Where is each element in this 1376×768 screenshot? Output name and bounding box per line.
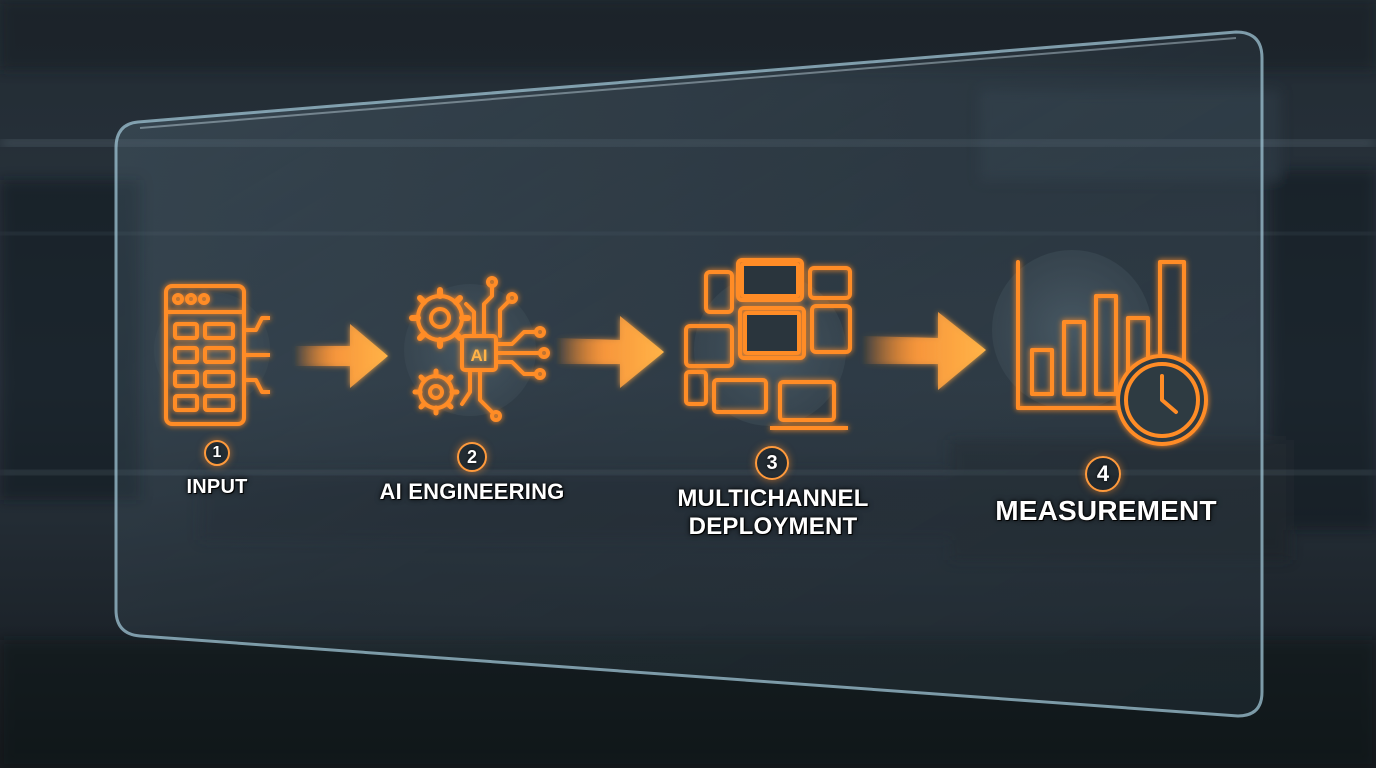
step-number-4: 4 — [1085, 456, 1121, 492]
flow-arrow-3 — [862, 312, 986, 390]
step-number-3: 3 — [755, 446, 789, 480]
bar-chart-clock-icon — [992, 250, 1208, 446]
step-label-ai-engineering: AI ENGINEERING — [379, 479, 565, 504]
step-number-1: 1 — [204, 440, 230, 466]
step-label-multichannel: MULTICHANNEL — [677, 485, 869, 512]
flow-arrow-1 — [294, 324, 388, 388]
data-table-icon — [154, 284, 270, 426]
multi-devices-icon — [684, 258, 852, 430]
flow-arrow-2 — [556, 316, 664, 388]
glass-highlight — [139, 37, 1237, 129]
ai-badge-text: AI — [471, 346, 488, 365]
step-label-deployment: DEPLOYMENT — [688, 513, 858, 540]
ai-gears-icon: AI — [404, 276, 550, 422]
step-label-measurement: MEASUREMENT — [995, 495, 1217, 526]
step-number-2: 2 — [457, 442, 487, 472]
step-label-input: INPUT — [186, 476, 248, 498]
